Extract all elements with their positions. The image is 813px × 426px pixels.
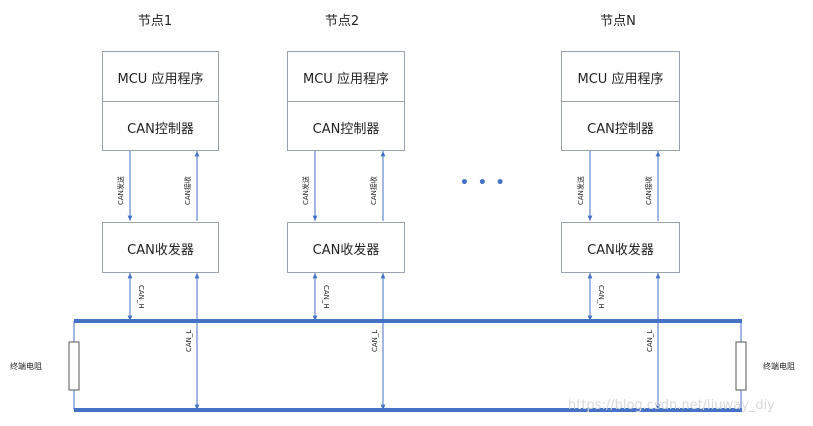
node1-transceiver-box: CAN收发器 [102,222,219,273]
node2-title: 节点2 [324,14,360,29]
node1-rx-label: CAN接收 [184,176,192,205]
noden-box-divider [562,101,679,102]
noden-mcu-controller-box: MCU 应用程序 CAN控制器 [561,51,680,151]
node1-tx-label: CAN发送 [117,176,125,205]
node2-box-divider [288,101,404,102]
noden-can-h-label: CAN_H [597,285,605,309]
left-terminator-resistor [68,341,80,391]
noden-transceiver-box: CAN收发器 [561,222,680,273]
node1-transceiver-label: CAN收发器 [127,243,194,258]
noden-controller-label: CAN控制器 [587,122,654,137]
node1-mcu-controller-box: MCU 应用程序 CAN控制器 [102,51,219,151]
node2-tx-label: CAN发送 [302,176,310,205]
node1-can-l-label: CAN_L [185,329,193,352]
node2-rx-label: CAN接收 [370,176,378,205]
more-nodes-ellipsis: • • • [460,175,507,191]
node2-mcu-controller-box: MCU 应用程序 CAN控制器 [287,51,405,151]
node1-mcu-label: MCU 应用程序 [117,72,204,87]
noden-can-l-label: CAN_L [646,329,654,352]
node2-transceiver-label: CAN收发器 [312,243,380,258]
node2-controller-label: CAN控制器 [312,122,380,137]
noden-title: 节点N [600,14,636,29]
node1-can-h-label: CAN_H [137,285,145,309]
node2-transceiver-box: CAN收发器 [287,222,405,273]
noden-mcu-label: MCU 应用程序 [577,72,664,87]
right-terminator-resistor [735,341,747,391]
noden-transceiver-label: CAN收发器 [587,243,654,258]
node1-box-divider [103,101,218,102]
noden-tx-label: CAN发送 [577,176,585,205]
node1-controller-label: CAN控制器 [127,122,194,137]
right-terminator-label: 终端电阻 [763,362,795,371]
left-terminator-label: 终端电阻 [10,362,42,371]
node1-title: 节点1 [137,14,173,29]
watermark-url: https://blog.csdn.net/liuway_diy [568,398,775,413]
node2-mcu-label: MCU 应用程序 [303,72,389,87]
node2-can-h-label: CAN_H [322,285,330,309]
noden-rx-label: CAN接收 [645,176,653,205]
node2-can-l-label: CAN_L [371,329,379,352]
